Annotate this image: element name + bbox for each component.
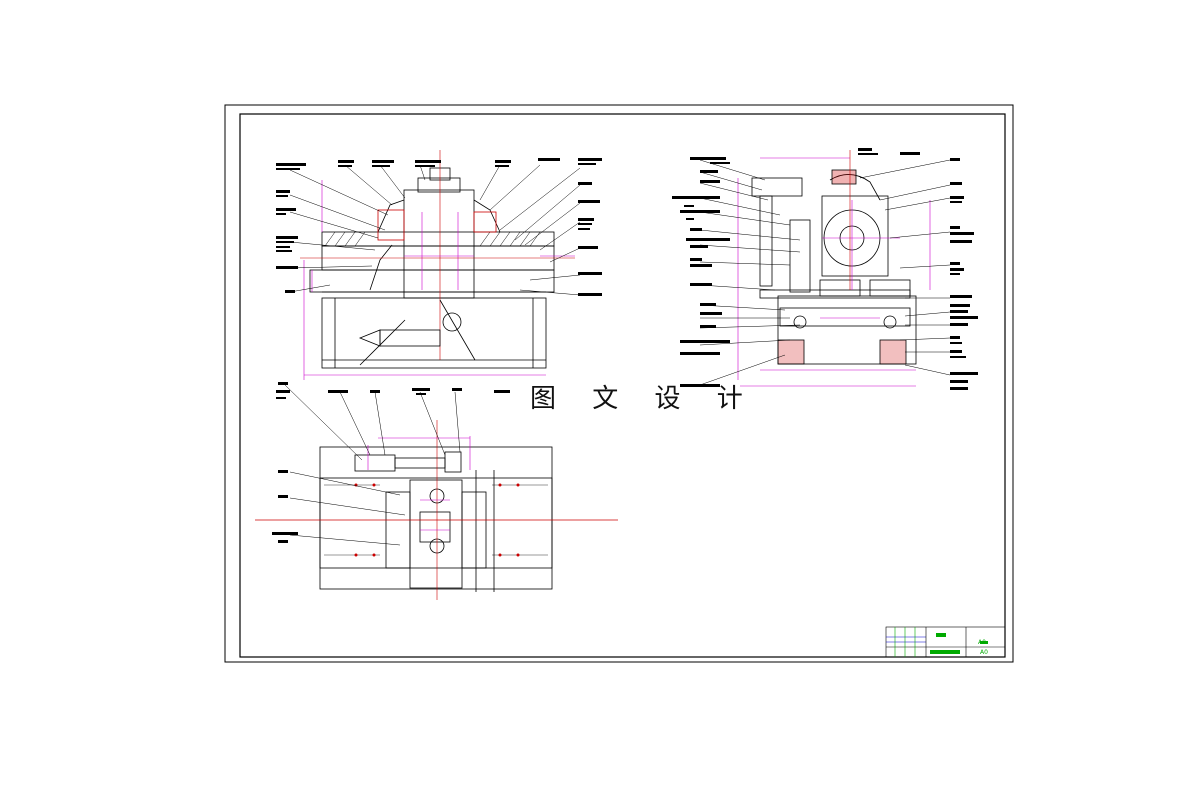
side-section-view — [672, 148, 978, 390]
title-block-mark-b: A0 — [980, 649, 988, 656]
title-block-mark-a: A0 — [978, 639, 986, 646]
front-section-view — [276, 150, 602, 380]
top-plan-view — [255, 382, 618, 600]
inner-border — [239, 113, 1006, 658]
outer-border — [224, 104, 1014, 663]
watermark-text: 图 文 设 计 — [530, 384, 757, 414]
title-block — [885, 626, 1006, 658]
